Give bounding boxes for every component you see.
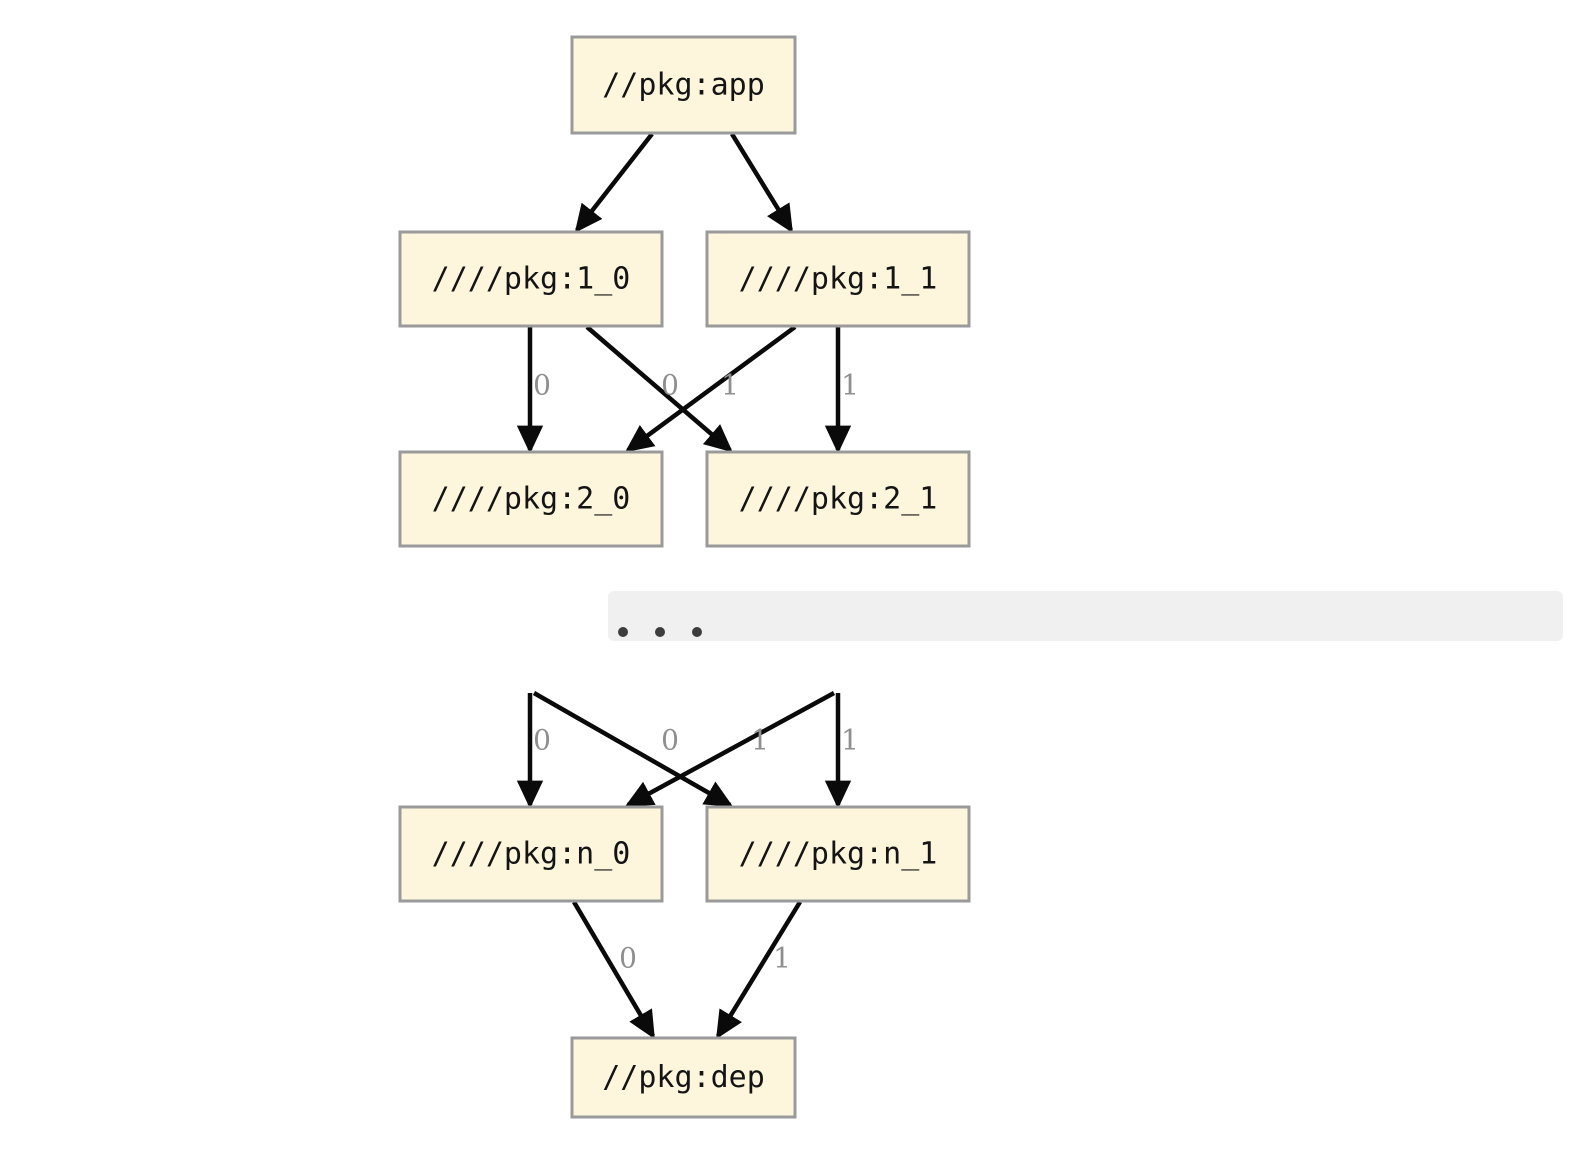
- edge-line: [716, 900, 802, 1040]
- edge-label: 1: [721, 369, 739, 402]
- node-dep[interactable]: //pkg:dep: [570, 1036, 797, 1119]
- edge-label: 1: [841, 369, 859, 402]
- node-box[interactable]: [705, 450, 971, 548]
- edge-line: [625, 325, 797, 453]
- ellipsis-layer: [608, 591, 1563, 641]
- edge-x-to-n_1: 0: [532, 691, 734, 807]
- node-label: ////pkg:1_0: [432, 262, 631, 297]
- edge-label: 1: [773, 942, 791, 975]
- edge-line: [532, 691, 734, 807]
- node-box[interactable]: [705, 230, 971, 328]
- node-n2_1[interactable]: ////pkg:2_1: [705, 450, 971, 548]
- node-label: //pkg:app: [602, 68, 765, 103]
- node-box[interactable]: [705, 805, 971, 903]
- node-n2_0[interactable]: ////pkg:2_0: [398, 450, 664, 548]
- edge-app-to-1_1: [730, 132, 793, 234]
- node-box[interactable]: [570, 1036, 797, 1119]
- edge-label: 0: [533, 724, 551, 757]
- edges-layer: 0 0 1 1 0 0 1 1 0 1: [516, 132, 859, 1040]
- edge-app-to-1_0: [574, 132, 654, 233]
- node-label: ////pkg:n_1: [739, 837, 938, 872]
- node-n1_1[interactable]: ////pkg:1_1: [705, 230, 971, 328]
- edge-line: [585, 325, 733, 453]
- edge-line: [730, 132, 793, 234]
- node-box[interactable]: [398, 805, 664, 903]
- ellipsis-dot: [618, 627, 628, 637]
- edge-label: 0: [533, 369, 551, 402]
- node-box[interactable]: [570, 35, 797, 135]
- ellipsis-band-background: [608, 591, 1563, 641]
- node-label: ////pkg:1_1: [739, 262, 938, 297]
- edge-label: 1: [841, 724, 859, 757]
- edge-n_1-to-dep: 1: [716, 900, 802, 1040]
- edge-label: 0: [619, 942, 637, 975]
- node-label: //pkg:dep: [602, 1060, 765, 1095]
- node-box[interactable]: [398, 450, 664, 548]
- edge-line: [624, 691, 836, 807]
- ellipsis-dot: [692, 627, 702, 637]
- edge-label: 0: [661, 369, 679, 402]
- node-app[interactable]: //pkg:app: [570, 35, 797, 135]
- edge-line: [572, 900, 655, 1040]
- edge-line: [574, 132, 654, 233]
- node-label: ////pkg:n_0: [432, 837, 631, 872]
- truncated-levels-indicator: [608, 591, 1563, 641]
- edge-x-to-n_0: 0: [516, 693, 551, 809]
- edge-n_0-to-dep: 0: [572, 900, 655, 1040]
- edge-y-to-n_1: 1: [824, 693, 859, 809]
- edge-label: 0: [661, 724, 679, 757]
- edge-1_0-to-2_1: 0: [585, 325, 733, 453]
- edge-1_1-to-2_0: 1: [625, 325, 797, 453]
- nodes-layer: //pkg:app ////pkg:1_0 ////pkg:1_1 ////pkg:2…: [398, 35, 971, 1119]
- node-box[interactable]: [398, 230, 664, 328]
- node-label: ////pkg:2_0: [432, 482, 631, 517]
- node-label: ////pkg:2_1: [739, 482, 938, 517]
- node-nn_0[interactable]: ////pkg:n_0: [398, 805, 664, 903]
- edge-label: 1: [751, 724, 769, 757]
- edge-y-to-n_0: 1: [624, 691, 836, 807]
- node-n1_0[interactable]: ////pkg:1_0: [398, 230, 664, 328]
- ellipsis-dot: [655, 627, 665, 637]
- edge-1_1-to-2_1: 1: [824, 327, 859, 454]
- node-nn_1[interactable]: ////pkg:n_1: [705, 805, 971, 903]
- edge-1_0-to-2_0: 0: [516, 327, 551, 454]
